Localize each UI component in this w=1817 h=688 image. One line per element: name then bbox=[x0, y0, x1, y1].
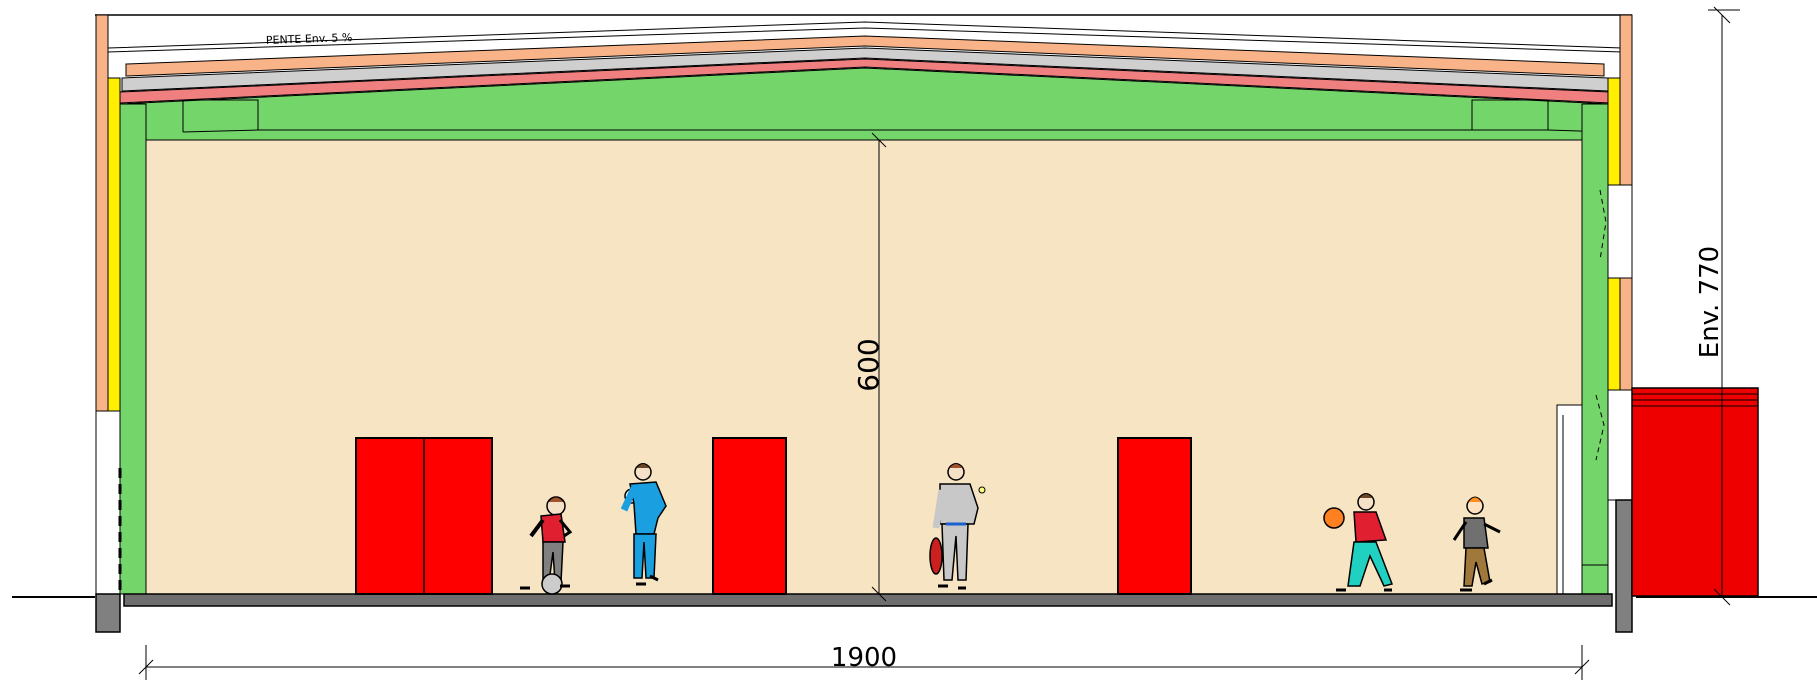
interior-height-label: 600 bbox=[852, 338, 885, 391]
right-insulation-lower bbox=[1607, 277, 1621, 391]
annex-building bbox=[1631, 387, 1759, 597]
interior-height-dimension bbox=[871, 132, 887, 602]
left-lower-wall bbox=[95, 410, 121, 595]
door-center-right bbox=[1117, 437, 1192, 595]
roof-tile-layer bbox=[125, 35, 1605, 77]
left-structure-column bbox=[119, 103, 147, 595]
right-foundation bbox=[1615, 499, 1633, 633]
right-window-upper bbox=[1607, 184, 1633, 279]
beam-inner-line bbox=[183, 99, 1549, 131]
double-door-left bbox=[355, 437, 493, 595]
width-dimension bbox=[138, 645, 1590, 680]
side-door bbox=[1556, 404, 1583, 595]
left-insulation bbox=[107, 77, 121, 412]
right-lower-wall bbox=[1607, 389, 1633, 501]
left-foundation bbox=[95, 593, 121, 633]
child-with-basketball bbox=[1323, 493, 1394, 592]
roof-slope-label: PENTE Env. 5 % bbox=[266, 31, 353, 47]
overall-height-dimension bbox=[1708, 6, 1740, 606]
overall-height-label: Env. 770 bbox=[1695, 246, 1725, 358]
width-label: 1900 bbox=[831, 643, 897, 673]
door-center-left bbox=[712, 437, 787, 595]
right-structure-column bbox=[1581, 103, 1609, 595]
floor-slab bbox=[123, 593, 1613, 607]
right-insulation-upper bbox=[1607, 77, 1621, 186]
adult-with-racket bbox=[929, 463, 986, 590]
child-with-football bbox=[520, 496, 573, 595]
adult-juggling-ball bbox=[620, 463, 667, 586]
child-running bbox=[1452, 496, 1501, 592]
left-cladding bbox=[95, 14, 109, 412]
